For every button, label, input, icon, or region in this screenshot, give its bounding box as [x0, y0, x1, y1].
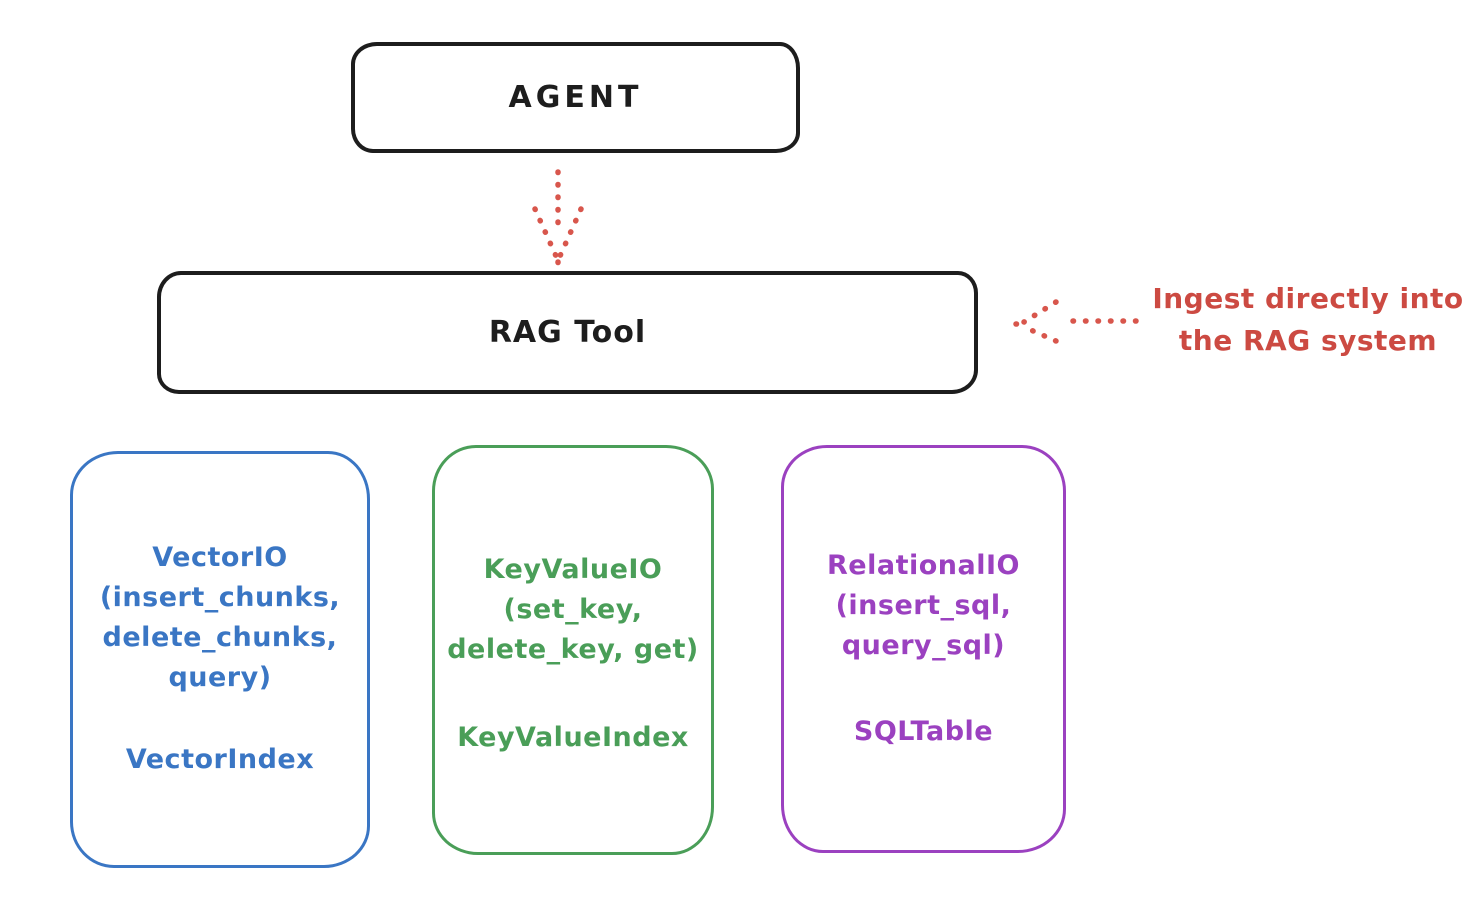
relational-io-methods: RelationalIO (insert_sql, query_sql) [827, 550, 1020, 661]
rag-tool-node: RAG Tool [157, 271, 978, 394]
agent-to-ragtool-arrow [532, 169, 584, 266]
relational-io-node: RelationalIO (insert_sql, query_sql) SQL… [781, 445, 1066, 853]
keyvalue-index-label: KeyValueIndex [457, 722, 689, 753]
vector-io-methods: VectorIO (insert_chunks, delete_chunks, … [99, 542, 341, 693]
ingest-annotation-line1: Ingest directly into [1152, 282, 1464, 315]
rag-tool-label: RAG Tool [488, 315, 647, 350]
keyvalue-io-methods: KeyValueIO (set_key, delete_key, get) [447, 554, 699, 665]
vector-io-node: VectorIO (insert_chunks, delete_chunks, … [70, 451, 370, 868]
ingest-annotation-line2: the RAG system [1178, 324, 1438, 357]
keyvalue-io-node: KeyValueIO (set_key, delete_key, get) Ke… [432, 445, 714, 855]
sqltable-label: SQLTable [853, 716, 994, 747]
ingest-annotation: Ingest directly into the RAG system [1138, 278, 1478, 362]
annotation-to-ragtool-arrow [1013, 299, 1139, 344]
vector-index-label: VectorIndex [125, 744, 315, 775]
agent-node: AGENT [351, 42, 800, 153]
agent-label: AGENT [508, 80, 643, 115]
